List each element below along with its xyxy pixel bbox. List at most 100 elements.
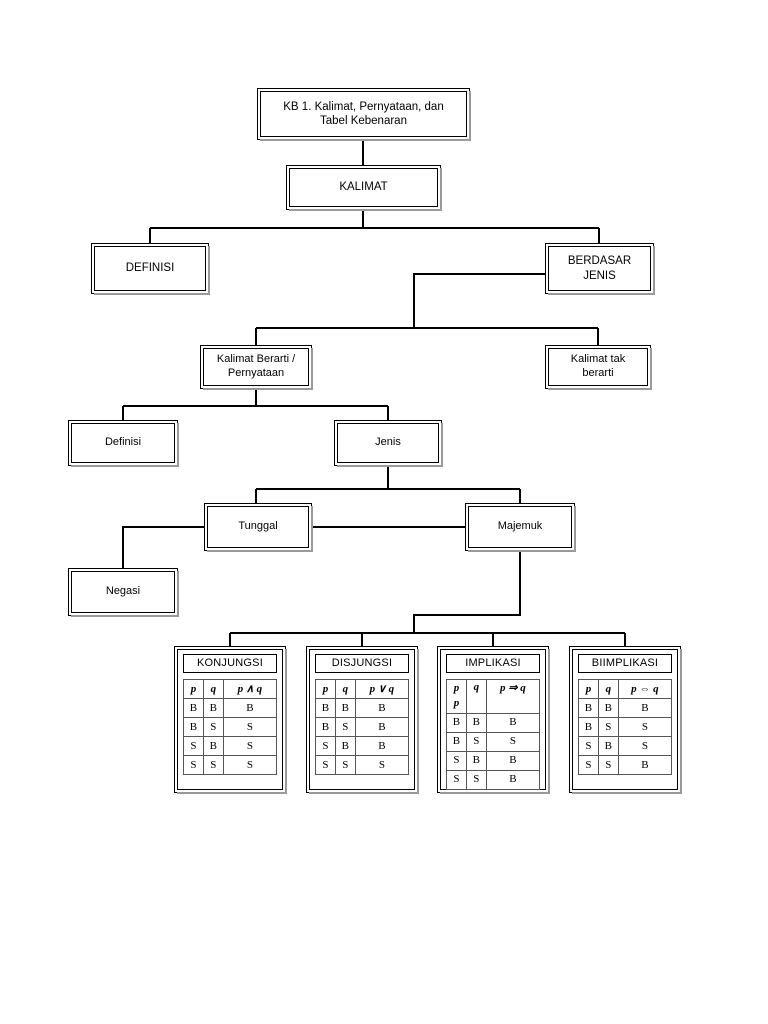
cell-result: S [354,755,410,775]
node-tunggal[interactable]: Tunggal [204,503,313,552]
node-berdasar-jenis[interactable]: BERDASAR JENIS [545,243,655,295]
node-negasi-label: Negasi [105,585,141,598]
cell-result: S [617,736,673,756]
cell-result: B [617,698,673,718]
table-row: B B B [183,698,278,718]
cell-q: S [202,755,224,775]
cell-result: S [617,717,673,737]
cell-result: B [222,698,278,718]
cell-p: S [315,736,336,756]
cell-q: S [202,717,224,737]
node-majemuk-label: Majemuk [497,520,543,533]
cell-result: B [617,755,673,775]
node-jenis[interactable]: Jenis [334,420,443,467]
cell-result: B [354,736,410,756]
cell-result: S [222,717,278,737]
node-definisi-upper-label: DEFINISI [125,262,175,275]
cell-result: B [485,712,541,733]
node-majemuk[interactable]: Majemuk [465,503,576,552]
node-root[interactable]: KB 1. Kalimat, Pernyataan, dan Tabel Keb… [257,88,471,141]
cell-q: B [465,750,487,771]
cell-q: B [597,736,619,756]
truth-table-panel-disjungsi[interactable]: DISJUNGSI p q p ∨ q B B B B [306,646,419,794]
header-q: q [334,679,356,699]
node-kalimat-berarti-label: Kalimat Berarti / Pernyataan [216,353,296,379]
table-row: B B B [315,698,410,718]
cell-result: B [354,698,410,718]
cell-result: B [354,717,410,737]
node-definisi-upper[interactable]: DEFINISI [91,243,210,295]
cell-q: S [465,731,487,752]
table-row: B S S [446,731,541,752]
cell-p: S [578,736,599,756]
cell-p: S [578,755,599,775]
table-row: S S B [578,755,673,775]
table-row: S S S [315,755,410,775]
cell-result: B [485,750,541,771]
panel-title-biimplikasi: BIIMPLIKASI [578,654,672,673]
node-definisi-lower[interactable]: Definisi [68,420,179,467]
table-row: B S S [183,717,278,737]
cell-result: S [485,731,541,752]
truth-table-panel-implikasi[interactable]: IMPLIKASI p p q p ⇒ q B B [437,646,550,794]
cell-q: B [334,736,356,756]
header-p-line2: p [453,696,460,709]
node-kalimat-tak-berarti-label: Kalimat tak berarti [570,353,626,379]
header-p: p [315,679,336,699]
table-row: B B B [446,712,541,733]
cell-p: B [315,698,336,718]
table-row: S B S [183,736,278,756]
truth-table-disjungsi: p q p ∨ q B B B B S B [315,679,410,775]
node-negasi[interactable]: Negasi [68,568,179,617]
truth-table-panel-biimplikasi[interactable]: BIIMPLIKASI p q p ⇔ q B B B [569,646,682,794]
table-header-row: p q p ∧ q [183,679,278,699]
cell-q: S [597,755,619,775]
cell-p: S [446,769,467,790]
header-result: p ∨ q [354,679,410,699]
cell-p: B [315,717,336,737]
node-berdasar-jenis-label: BERDASAR JENIS [567,255,632,282]
table-row: S S B [446,769,541,790]
node-kalimat-berarti[interactable]: Kalimat Berarti / Pernyataan [200,345,313,390]
node-kalimat-tak-berarti[interactable]: Kalimat tak berarti [545,345,652,390]
cell-p: B [446,731,467,752]
node-kalimat[interactable]: KALIMAT [286,165,442,211]
header-result: p ⇒ q [485,679,541,714]
node-definisi-lower-label: Definisi [104,436,142,449]
table-row: S B B [315,736,410,756]
table-row: S B S [578,736,673,756]
table-header-row: p q p ⇔ q [578,679,673,699]
cell-q: S [334,717,356,737]
cell-q: S [597,717,619,737]
cell-p: B [183,717,204,737]
truth-table-konjungsi: p q p ∧ q B B B B S S [183,679,278,775]
table-row: B S B [315,717,410,737]
cell-p: S [315,755,336,775]
table-row: B S S [578,717,673,737]
table-row: B B B [578,698,673,718]
cell-q: B [334,698,356,718]
cell-p: B [183,698,204,718]
table-row: S B B [446,750,541,771]
panel-title-implikasi: IMPLIKASI [446,654,540,673]
cell-q: S [465,769,487,790]
cell-result: B [485,769,541,790]
cell-q: B [465,712,487,733]
cell-p: S [183,736,204,756]
cell-q: S [334,755,356,775]
header-p-line1: p [453,682,460,694]
cell-p: S [446,750,467,771]
header-q: q [465,679,487,714]
table-header-row: p p q p ⇒ q [446,679,541,714]
cell-q: B [202,736,224,756]
truth-table-biimplikasi: p q p ⇔ q B B B B S S [578,679,673,775]
cell-p: B [578,698,599,718]
table-header-row: p q p ∨ q [315,679,410,699]
truth-table-panel-konjungsi[interactable]: KONJUNGSI p q p ∧ q B B B B [174,646,287,794]
node-kalimat-label: KALIMAT [339,181,388,194]
cell-q: B [597,698,619,718]
cell-p: B [446,712,467,733]
cell-result: S [222,755,278,775]
